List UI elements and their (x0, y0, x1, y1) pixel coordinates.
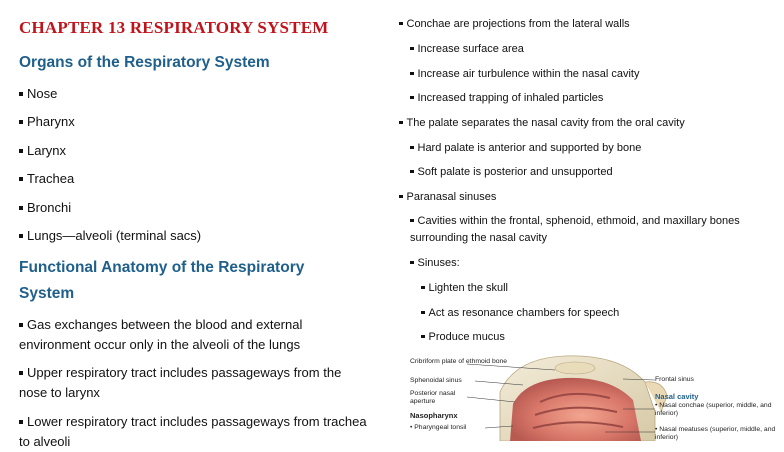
nasal-cavity-figure: Cribriform plate of ethmoid bone Sphenoi… (405, 352, 784, 441)
list-item: Paranasal sinuses (399, 189, 496, 206)
bullet-icon (19, 420, 23, 424)
label-nasal-conchae: • Nasal conchae (superior, middle, and i… (655, 402, 772, 417)
heading-organs: Organs of the Respiratory System (19, 54, 270, 71)
list-item-organ: Lungs—alveoli (terminal sacs) (19, 226, 371, 246)
list-item-functional: Gas exchanges between the blood and exte… (19, 317, 303, 352)
bullet-icon (19, 177, 23, 181)
list-item-functional: Lower respiratory tract includes passage… (19, 414, 367, 449)
label-cribriform-plate: Cribriform plate of ethmoid bone (410, 358, 508, 365)
label-nasal-meatuses: • Nasal meatuses (superior, middle, and … (655, 426, 776, 441)
list-item: Conchae are projections from the lateral… (399, 16, 630, 33)
list-item-functional: Upper respiratory tract includes passage… (19, 365, 342, 400)
list-item: Sinuses: (410, 255, 460, 272)
list-item: Increased trapping of inhaled particles (410, 90, 603, 107)
label-pharyngeal-tonsil: • Pharyngeal tonsil (410, 424, 467, 431)
bullet-icon (399, 21, 403, 25)
list-item-organ: Pharynx (19, 112, 371, 132)
list-item-organ: Trachea (19, 169, 371, 189)
bullet-icon (399, 194, 403, 198)
bullet-icon (19, 92, 23, 96)
bullet-icon (399, 120, 403, 124)
bullet-icon (410, 260, 414, 264)
list-item: Cavities within the frontal, sphenoid, e… (410, 215, 740, 244)
list-item: Act as resonance chambers for speech (421, 305, 619, 322)
list-item-organ: Bronchi (19, 198, 371, 218)
label-sphenoidal-sinus: Sphenoidal sinus (410, 377, 462, 384)
bullet-icon (421, 310, 425, 314)
bullet-icon (19, 149, 23, 153)
list-item: Produce mucus (421, 329, 505, 346)
bullet-icon (19, 120, 23, 124)
list-item: Hard palate is anterior and supported by… (410, 140, 641, 157)
list-item: Increase surface area (410, 41, 524, 58)
bullet-icon (410, 95, 414, 99)
bullet-icon (19, 234, 23, 238)
bullet-icon (421, 334, 425, 338)
label-nasal-cavity: Nasal cavity (655, 392, 699, 401)
label-posterior-nasal-aperture: Posterior nasal aperture (410, 390, 456, 405)
anatomy-illustration (466, 355, 668, 441)
bullet-icon (421, 285, 425, 289)
chapter-title: CHAPTER 13 RESPIRATORY SYSTEM (19, 18, 329, 37)
list-item: Soft palate is posterior and unsupported (410, 164, 613, 181)
list-item: Lighten the skull (421, 280, 508, 297)
bullet-icon (410, 46, 414, 50)
bullet-icon (410, 169, 414, 173)
bullet-icon (19, 371, 23, 375)
bullet-icon (410, 218, 414, 222)
bullet-icon (19, 206, 23, 210)
bullet-icon (19, 323, 23, 327)
list-item: The palate separates the nasal cavity fr… (399, 115, 685, 132)
label-frontal-sinus: Frontal sinus (655, 376, 694, 383)
heading-functional-anatomy: Functional Anatomy of the Respiratory Sy… (19, 259, 305, 302)
list-item-organ: Larynx (19, 141, 371, 161)
list-item-organ: Nose (19, 84, 371, 104)
list-item: Increase air turbulence within the nasal… (410, 66, 639, 83)
bullet-icon (410, 71, 414, 75)
label-nasopharynx: Nasopharynx (410, 411, 458, 420)
bullet-icon (410, 145, 414, 149)
